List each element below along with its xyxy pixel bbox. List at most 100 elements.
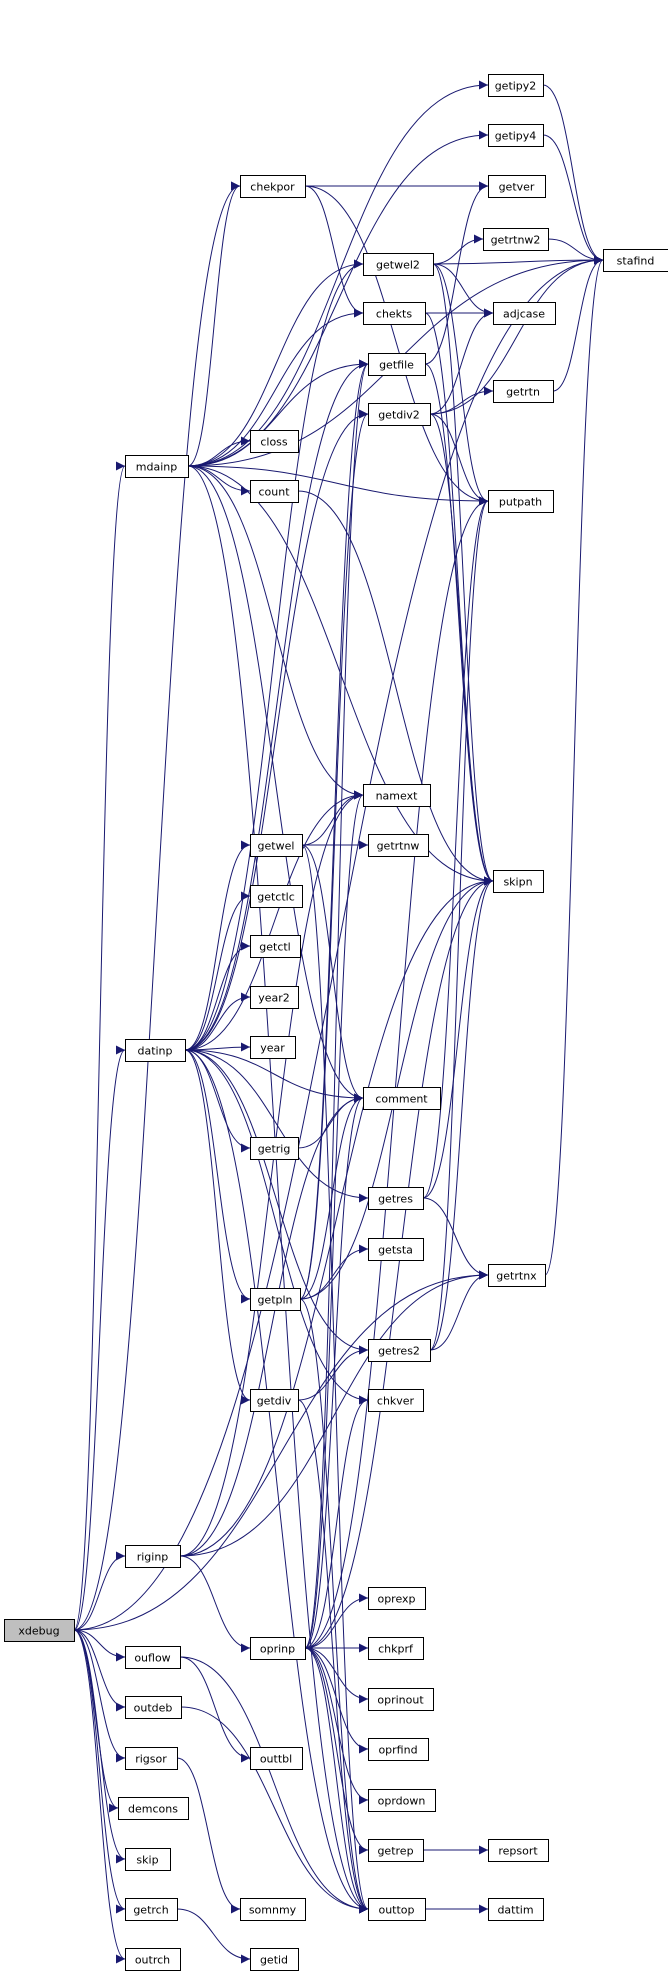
node-chkver[interactable]: chkver <box>368 1389 424 1412</box>
edge-oprinp-to-getrep <box>304 1647 369 1855</box>
node-somnmy[interactable]: somnmy <box>240 1898 306 1921</box>
node-datinp[interactable]: datinp <box>125 1039 186 1062</box>
node-getrig[interactable]: getrig <box>250 1137 299 1160</box>
node-getdiv[interactable]: getdiv <box>250 1389 299 1412</box>
node-riginp[interactable]: riginp <box>125 1545 181 1568</box>
node-comment[interactable]: comment <box>363 1087 441 1110</box>
node-adjcase[interactable]: adjcase <box>493 302 556 325</box>
edge-datinp-to-chkver <box>184 1049 369 1405</box>
node-label: oprdown <box>378 1795 426 1808</box>
node-label: getrep <box>377 1845 413 1858</box>
node-rigsor[interactable]: rigsor <box>125 1747 178 1770</box>
node-outtbl[interactable]: outtbl <box>250 1747 303 1770</box>
node-getsta[interactable]: getsta <box>368 1238 424 1261</box>
node-oprinp[interactable]: oprinp <box>250 1637 306 1660</box>
node-getctlc[interactable]: getctlc <box>250 885 303 908</box>
node-getipy4[interactable]: getipy4 <box>488 124 544 147</box>
edge-xdebug-to-chekpor <box>73 181 241 1631</box>
node-ouflow[interactable]: ouflow <box>125 1646 181 1669</box>
node-stafind[interactable]: stafind <box>603 249 668 272</box>
edge-oprinp-to-oprfind <box>304 1647 369 1754</box>
node-chekpor[interactable]: chekpor <box>240 175 306 198</box>
edge-ouflow-to-outtop <box>179 1656 369 1914</box>
node-box <box>493 870 544 893</box>
node-getdiv2[interactable]: getdiv2 <box>368 403 431 426</box>
node-label: riginp <box>137 1551 169 1564</box>
node-label: chekpor <box>250 181 295 194</box>
node-getwel[interactable]: getwel <box>250 834 303 857</box>
node-outtop[interactable]: outtop <box>368 1898 426 1921</box>
node-skip[interactable]: skip <box>125 1848 171 1871</box>
node-getid[interactable]: getid <box>250 1948 299 1971</box>
edge-getrtnx-to-stafind <box>544 255 604 1276</box>
node-oprfind[interactable]: oprfind <box>368 1738 429 1761</box>
node-getfile[interactable]: getfile <box>368 353 426 376</box>
node-getres2[interactable]: getres2 <box>368 1339 431 1362</box>
node-dattim[interactable]: dattim <box>488 1898 544 1921</box>
node-label: chkver <box>377 1395 415 1408</box>
node-getrtnw[interactable]: getrtnw <box>368 834 429 857</box>
node-oprdown[interactable]: oprdown <box>368 1789 436 1812</box>
node-closs[interactable]: closs <box>250 430 299 453</box>
edge-xdebug-to-datinp <box>73 1045 126 1631</box>
node-putpath[interactable]: putpath <box>488 490 554 513</box>
node-label: skipn <box>503 876 532 889</box>
node-oprinout[interactable]: oprinout <box>368 1688 434 1711</box>
node-outrch[interactable]: outrch <box>125 1948 181 1971</box>
node-box <box>4 1619 75 1642</box>
node-box <box>493 302 556 325</box>
edge-getdiv-to-outtop <box>297 1399 369 1914</box>
node-getrtn[interactable]: getrtn <box>493 380 554 403</box>
node-demcons[interactable]: demcons <box>118 1797 189 1820</box>
node-mdainp[interactable]: mdainp <box>125 455 189 478</box>
edge-xdebug-to-getrch <box>73 1629 126 1914</box>
node-year[interactable]: year <box>250 1036 296 1059</box>
node-label: mdainp <box>136 461 177 474</box>
node-label: namext <box>376 790 419 803</box>
node-label: getsta <box>378 1244 413 1257</box>
node-repsort[interactable]: repsort <box>488 1839 549 1862</box>
edge-oprinp-to-skipn <box>304 876 494 1649</box>
node-box <box>488 1839 549 1862</box>
node-box <box>368 1587 426 1610</box>
node-getipy2[interactable]: getipy2 <box>488 74 544 97</box>
node-box <box>603 249 668 272</box>
node-getrch[interactable]: getrch <box>125 1898 178 1921</box>
node-box <box>368 1789 436 1812</box>
node-chkprf[interactable]: chkprf <box>368 1637 424 1660</box>
node-getres[interactable]: getres <box>368 1187 424 1210</box>
node-getrtnw2[interactable]: getrtnw2 <box>483 228 549 251</box>
edge-riginp-to-skipn <box>179 876 494 1557</box>
node-getver[interactable]: getver <box>488 175 546 198</box>
node-label: chkprf <box>378 1643 414 1656</box>
edge-xdebug-to-skip <box>73 1629 126 1864</box>
node-label: comment <box>375 1093 428 1106</box>
edge-mdainp-to-outtop <box>187 465 369 1914</box>
node-label: year2 <box>258 992 290 1005</box>
node-namext[interactable]: namext <box>363 784 431 807</box>
node-oprexp[interactable]: oprexp <box>368 1587 426 1610</box>
node-skipn[interactable]: skipn <box>493 870 544 893</box>
node-getrep[interactable]: getrep <box>368 1839 424 1862</box>
node-count[interactable]: count <box>250 480 299 503</box>
node-label: oprinout <box>377 1694 424 1707</box>
node-chekts[interactable]: chekts <box>363 302 426 325</box>
node-box <box>368 1339 431 1362</box>
node-xdebug[interactable]: xdebug <box>4 1619 75 1642</box>
node-getrtnx[interactable]: getrtnx <box>488 1264 546 1287</box>
node-box <box>250 480 299 503</box>
node-year2[interactable]: year2 <box>250 986 299 1009</box>
edge-getres-to-skipn <box>422 876 494 1199</box>
node-outdeb[interactable]: outdeb <box>125 1696 182 1719</box>
edge-getipy4-to-stafind <box>542 134 604 265</box>
node-getpln[interactable]: getpln <box>250 1288 301 1311</box>
edge-xdebug-to-ouflow <box>73 1629 126 1662</box>
node-getwel2[interactable]: getwel2 <box>363 253 434 276</box>
edge-oprinp-to-namext <box>304 790 364 1649</box>
edge-xdebug-to-mdainp <box>73 461 126 1631</box>
node-box <box>368 1187 424 1210</box>
node-box <box>363 253 434 276</box>
edge-datinp-to-getwel <box>184 840 251 1051</box>
node-getctl[interactable]: getctl <box>250 935 301 958</box>
node-label: oprinp <box>260 1643 295 1656</box>
